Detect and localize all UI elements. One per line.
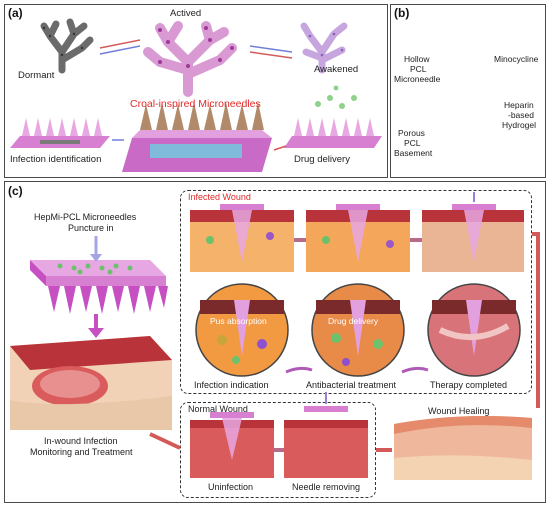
infected-wound-title: Infected Wound <box>188 192 251 202</box>
puncture-arrow <box>88 236 104 338</box>
infection-indication-label: Infection indication <box>194 380 269 390</box>
zoom-circle-arrows <box>285 366 429 374</box>
heparin-label-1: Heparin <box>504 100 534 110</box>
drug-delivery-label: Drug delivery <box>294 154 350 165</box>
panel-c-tag: (c) <box>8 184 23 198</box>
healing-arrows <box>376 232 540 452</box>
awakened-dots <box>308 32 344 57</box>
hollow-label-3: Microneedle <box>394 74 441 84</box>
actived-dots <box>158 26 234 68</box>
croal-title: Croal-inspired Microneedles <box>130 98 261 110</box>
panel-b <box>390 4 546 178</box>
inwound-label-1: In-wound Infection <box>44 436 118 446</box>
zoom-circle-2 <box>311 283 405 377</box>
wound-healing-label: Wound Healing <box>428 406 490 416</box>
wound-healing-illustration <box>394 416 532 480</box>
heparin-label-2: -based <box>508 110 534 120</box>
awakened-coral-icon <box>300 22 348 74</box>
heparin-label-3: Hydrogel <box>502 120 537 130</box>
dormant-label: Dormant <box>18 70 55 81</box>
uninfection-label: Uninfection <box>208 482 254 492</box>
infected-wound-step-3 <box>422 192 524 272</box>
patch-right <box>284 85 382 148</box>
dormant-dots <box>42 26 84 57</box>
antibacterial-treatment-label: Antibacterial treatment <box>306 380 397 390</box>
hollow-label-2: PCL <box>410 64 427 74</box>
patch-arrows <box>112 139 287 151</box>
hollow-label-1: Hollow <box>404 54 430 64</box>
actived-coral-icon <box>143 21 237 97</box>
inwound-label-2: Monitoring and Treatment <box>30 447 133 457</box>
pus-absorption-label: Pus absorption <box>210 316 267 326</box>
zoom-circle-1 <box>195 283 289 377</box>
hepmi-patch-icon <box>30 260 168 314</box>
patch-left <box>10 118 110 148</box>
minocycline-label: Minocycline <box>494 54 539 64</box>
zoom-circle-3 <box>427 283 521 377</box>
arrow-to-normal <box>149 432 181 450</box>
infected-wound-step-2 <box>306 204 410 272</box>
patch-center <box>122 102 272 172</box>
infection-identification-label: Infection identification <box>10 154 102 165</box>
panel-b-tag: (b) <box>394 6 410 20</box>
infected-wound-box <box>180 190 532 394</box>
drug-delivery-circle-label: Drug delivery <box>328 316 379 326</box>
hepmi-label-2: Puncture in <box>68 223 114 233</box>
normal-wound-step-1 <box>190 412 274 478</box>
porous-label-1: Porous <box>398 128 425 138</box>
porous-label-3: Basement <box>394 148 433 158</box>
normal-wound-box <box>180 402 376 498</box>
skin-block-illustration <box>10 336 172 430</box>
exchange-arrows <box>99 39 293 59</box>
needle-removing-label: Needle removing <box>292 482 361 492</box>
panel-a-tag: (a) <box>8 6 23 20</box>
dormant-coral-icon <box>40 18 94 74</box>
porous-label-2: PCL <box>404 138 421 148</box>
infected-wound-step-1 <box>190 204 294 272</box>
normal-wound-title: Normal Wound <box>188 404 248 414</box>
normal-wound-step-2 <box>284 392 368 478</box>
therapy-completed-label: Therapy completed <box>430 380 508 390</box>
awakened-label: Awakened <box>314 64 359 75</box>
actived-label: Actived <box>170 8 202 19</box>
hepmi-label-1: HepMi-PCL Microneedles <box>34 212 137 222</box>
